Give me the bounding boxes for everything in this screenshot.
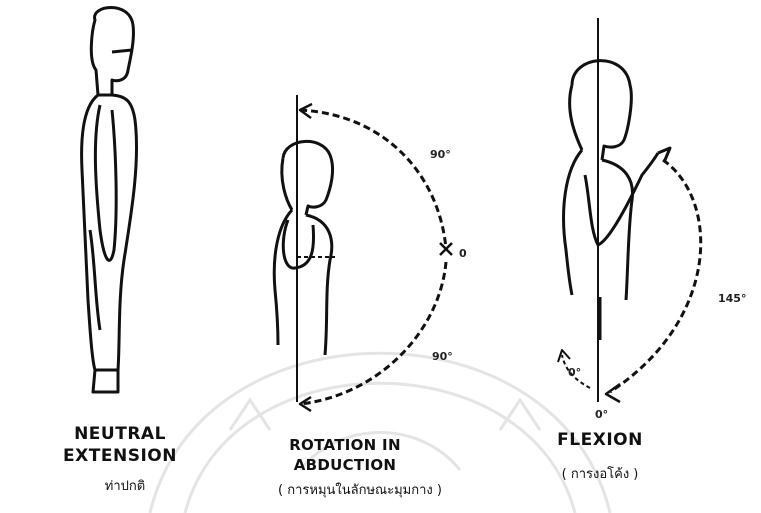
rotation-thai-caption: ( การหมุนในลักษณะมุมกาง ) — [235, 484, 485, 497]
angle-label-back: 0° — [568, 366, 581, 379]
flexion-thai-caption: ( การงอโค้ง ) — [535, 468, 665, 481]
figure-flexion — [558, 18, 701, 402]
neutral-title-line2: EXTENSION — [30, 448, 210, 465]
rotation-title-line1: ROTATION IN — [265, 438, 425, 453]
flexion-title: FLEXION — [535, 432, 665, 449]
angle-label-base: 0° — [595, 408, 608, 421]
rotation-title-line2: ABDUCTION — [265, 458, 425, 473]
angle-label-arc: 145° — [718, 292, 746, 305]
angle-label-middle: 0 — [459, 247, 467, 260]
neutral-title-line1: NEUTRAL — [40, 426, 200, 443]
angle-label-top: 90° — [430, 148, 451, 161]
angle-label-bottom: 90° — [432, 350, 453, 363]
figure-neutral-extension — [82, 8, 137, 393]
neutral-thai-caption: ท่าปกติ — [20, 480, 230, 493]
